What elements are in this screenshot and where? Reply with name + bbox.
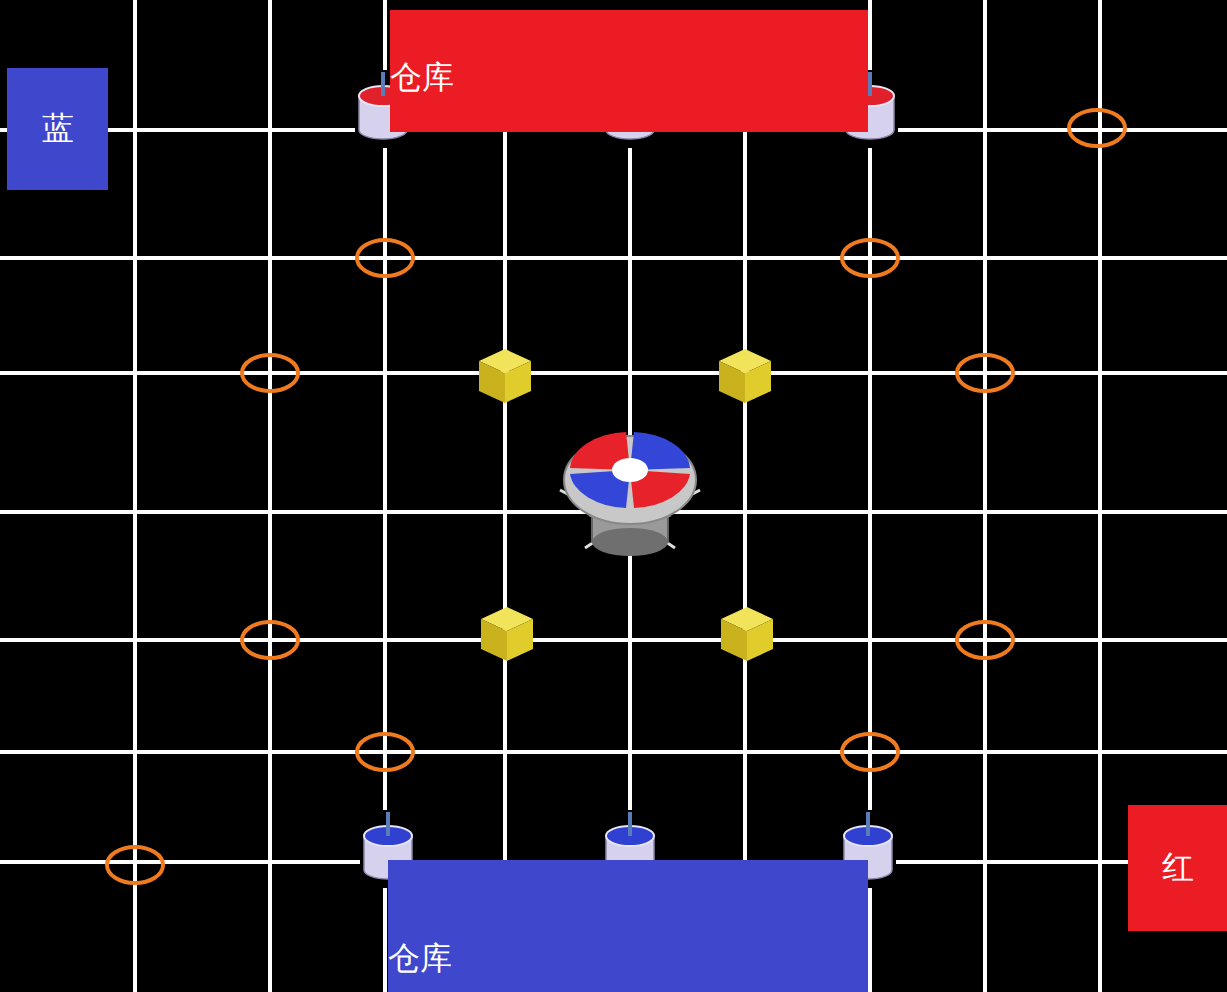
orange-rings	[107, 110, 1125, 883]
grid-line	[983, 0, 987, 992]
grid-line	[0, 638, 1227, 642]
box-label: 红	[1162, 850, 1194, 885]
cylinders	[355, 70, 898, 888]
grid-line	[0, 750, 1227, 754]
box-label: 仓库	[390, 60, 454, 95]
warehouse-box: 仓库	[388, 860, 868, 992]
target-ring	[242, 622, 298, 658]
target-ring	[357, 734, 413, 770]
target-ring	[107, 847, 163, 883]
yellow-cubes	[479, 349, 773, 661]
team-box: 红	[1128, 805, 1227, 931]
target-ring	[242, 355, 298, 391]
box-label: 蓝	[42, 111, 74, 146]
grid-line	[0, 371, 1227, 375]
yellow-cube	[721, 607, 773, 661]
grid-line	[0, 256, 1227, 260]
center-turntable	[560, 432, 700, 556]
yellow-cube	[481, 607, 533, 661]
box-label: 仓库	[388, 941, 452, 976]
target-ring	[357, 240, 413, 276]
team-box: 蓝	[7, 68, 108, 190]
warehouse-box: 仓库	[390, 10, 868, 132]
grid-line	[133, 0, 137, 992]
target-ring	[957, 622, 1013, 658]
yellow-cube	[719, 349, 771, 403]
target-ring	[842, 240, 898, 276]
target-ring	[1069, 110, 1125, 146]
grid-line	[268, 0, 272, 992]
grid-line	[1098, 0, 1102, 992]
target-ring	[842, 734, 898, 770]
yellow-cube	[479, 349, 531, 403]
target-ring	[957, 355, 1013, 391]
